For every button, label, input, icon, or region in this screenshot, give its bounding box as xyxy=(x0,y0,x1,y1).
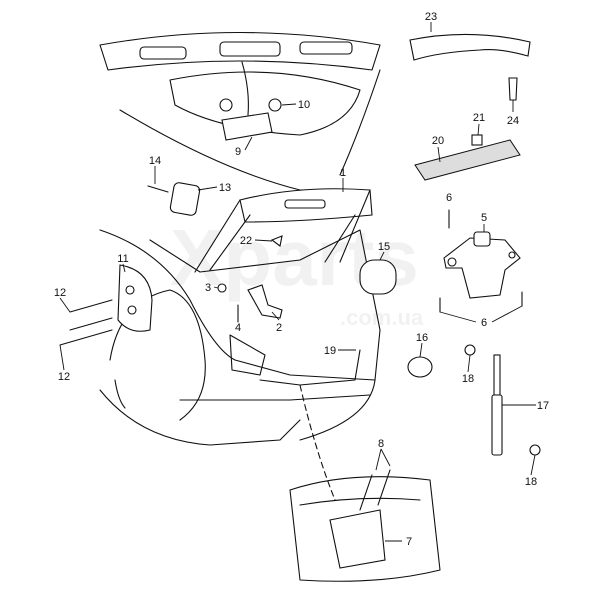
callout-22: 22 xyxy=(240,235,252,247)
lock-detail-inset xyxy=(289,384,441,582)
tailgate-1 xyxy=(194,188,373,273)
nut-icon xyxy=(268,98,282,112)
callout-6: 6 xyxy=(481,317,487,329)
callout-1: 1 xyxy=(340,167,346,179)
callout-14: 14 xyxy=(149,155,161,167)
bracket-13 xyxy=(169,182,201,216)
callout-3: 3 xyxy=(205,282,211,294)
callout-18: 18 xyxy=(525,476,537,488)
nut-icon xyxy=(219,98,233,112)
callout-6: 6 xyxy=(446,192,452,204)
bracket-2 xyxy=(247,284,283,319)
clip-21 xyxy=(471,134,483,146)
callout-17: 17 xyxy=(537,400,549,412)
gas-strut-17 xyxy=(464,344,541,456)
tailgate-inner-panel xyxy=(99,31,381,191)
trim-strip-23 xyxy=(409,33,531,61)
callout-4: 4 xyxy=(235,322,241,334)
seal-16 xyxy=(407,356,433,378)
callout-2: 2 xyxy=(276,322,282,334)
watermark-domain: .com.ua xyxy=(340,305,424,330)
callout-20: 20 xyxy=(432,135,444,147)
callout-23: 23 xyxy=(425,11,437,23)
bolt-14 xyxy=(147,185,169,193)
callout-15: 15 xyxy=(378,241,390,253)
callout-12: 12 xyxy=(54,287,66,299)
handle-9 xyxy=(221,112,273,141)
clip-22 xyxy=(270,235,283,247)
callout-24: 24 xyxy=(507,115,519,127)
bolt-24 xyxy=(508,77,518,101)
bolts-12 xyxy=(59,299,113,346)
leader-lines xyxy=(59,22,536,542)
callout-18: 18 xyxy=(462,373,474,385)
nut-3 xyxy=(217,283,227,293)
callout-labels: 23 24 10 9 21 20 14 13 1 6 5 22 15 11 3 … xyxy=(54,11,549,548)
callout-7: 7 xyxy=(406,536,412,548)
insulation-20 xyxy=(414,139,521,181)
callout-9: 9 xyxy=(235,146,241,158)
callout-12: 12 xyxy=(58,371,70,383)
cap-15 xyxy=(359,259,397,295)
lock-5 xyxy=(443,231,521,299)
callout-10: 10 xyxy=(298,99,310,111)
callout-16: 16 xyxy=(416,332,428,344)
callout-19: 19 xyxy=(324,345,336,357)
callout-5: 5 xyxy=(481,212,487,224)
callout-21: 21 xyxy=(473,112,485,124)
callout-8: 8 xyxy=(378,438,384,450)
hinge-11 xyxy=(117,264,153,332)
callout-13: 13 xyxy=(219,182,231,194)
callout-11: 11 xyxy=(117,253,128,265)
